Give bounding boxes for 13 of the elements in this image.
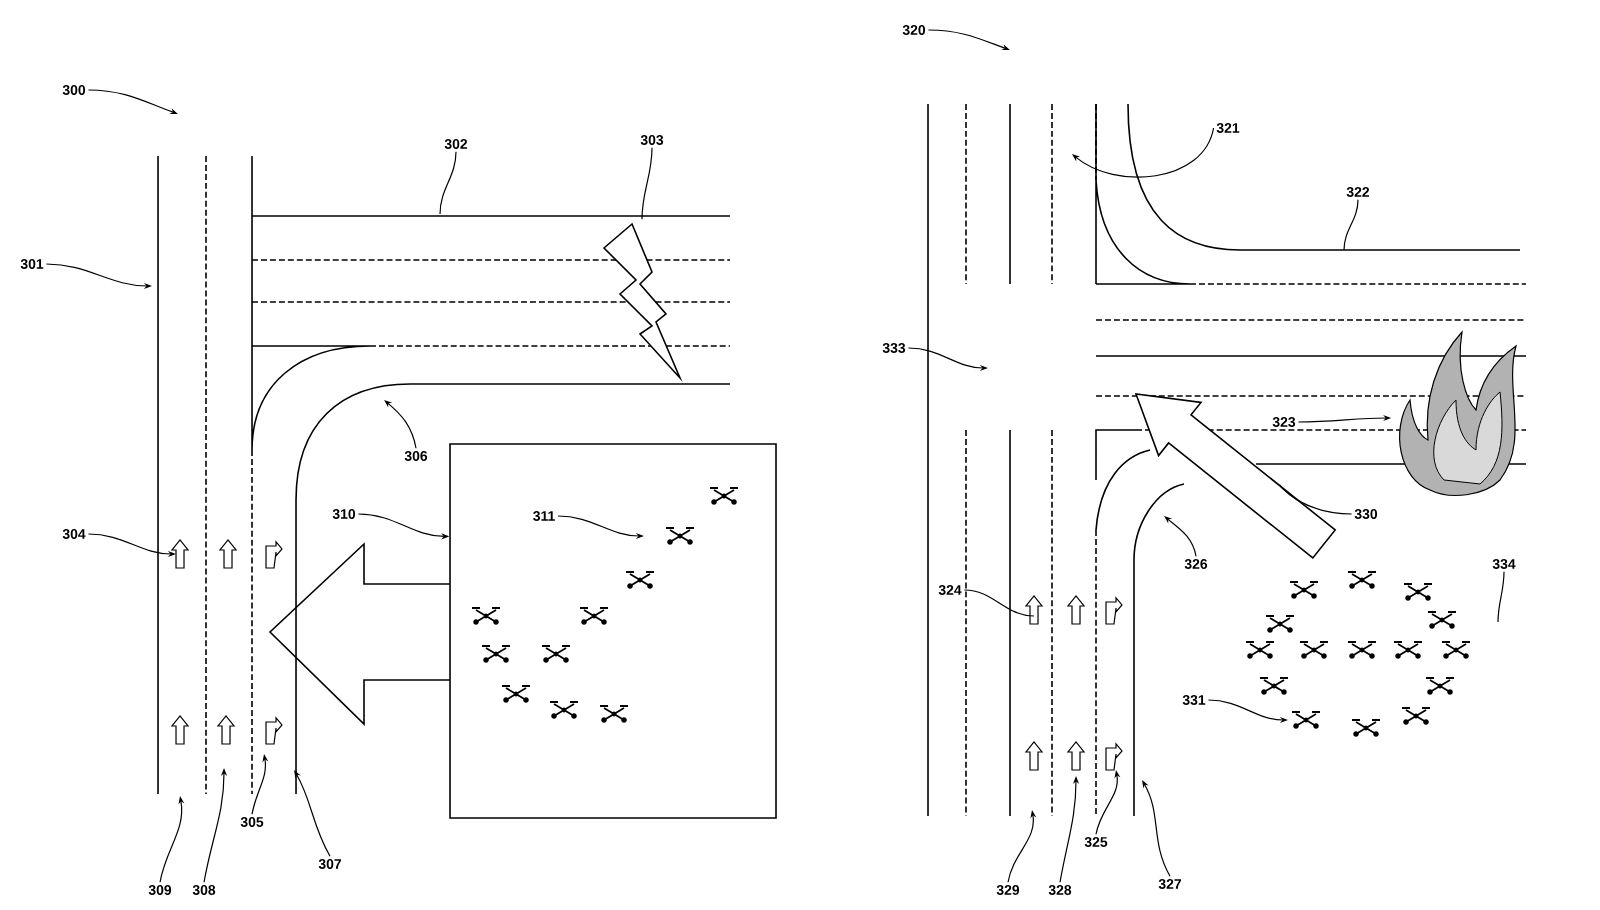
leader-line (384, 400, 417, 449)
arrow-sign (268, 443, 777, 819)
fire-drawing (1399, 331, 1517, 496)
leader-line (1497, 571, 1505, 623)
leader-line (1072, 127, 1215, 178)
leader-line (439, 151, 457, 215)
leader-line (963, 589, 1035, 617)
leader-line (641, 147, 653, 220)
leader-line (294, 770, 331, 857)
leader-line (1142, 780, 1171, 877)
leader-line (1343, 199, 1359, 251)
leader-line (1164, 516, 1197, 557)
leader-line (1279, 484, 1353, 515)
